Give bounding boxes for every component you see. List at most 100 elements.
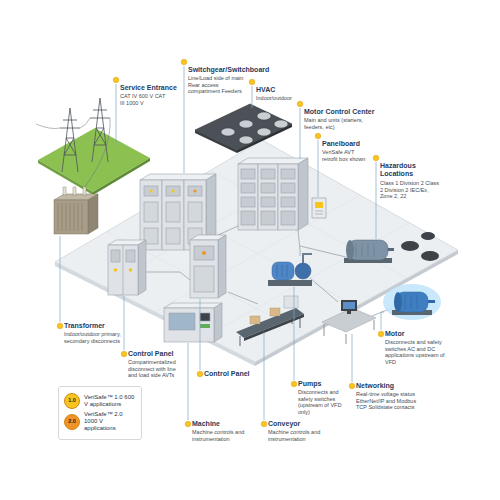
- machine-tool: [169, 313, 195, 330]
- pump-unit: [268, 254, 312, 286]
- callout-text: Compartmentalized disconnect with line a…: [128, 359, 182, 379]
- callout-badge: [121, 351, 127, 357]
- motor-control-center: [298, 158, 308, 230]
- callout-heading: Conveyor: [268, 420, 328, 428]
- network-desk: [343, 302, 355, 309]
- callout-heading: Panelboard: [322, 140, 370, 148]
- floor-cables: [300, 246, 350, 258]
- switchgear-cabinet: [144, 202, 158, 222]
- motor-control-center: [241, 183, 255, 193]
- hvac-roof: [195, 104, 292, 153]
- callout-heading: Switchgear/Switchboard: [188, 66, 278, 74]
- motor-control-center: [281, 197, 295, 207]
- transformer: [83, 187, 86, 195]
- control-panel-cabinet: [129, 268, 133, 272]
- switchgear-cabinet: [188, 202, 202, 222]
- legend-row: 2.0 VeriSafe™ 2.0 1000 V applications: [64, 411, 136, 433]
- machine-tool: [164, 303, 222, 342]
- power-tower: [36, 118, 110, 188]
- callout-badge: [57, 323, 63, 329]
- motor-unit: [394, 292, 402, 312]
- machine-tool: [164, 308, 214, 342]
- control-panel-cabinet: [138, 240, 146, 295]
- leader-line: [264, 332, 265, 420]
- control-panel-cabinet: [114, 268, 118, 272]
- pump-unit: [268, 280, 312, 286]
- motor-control-center: [261, 211, 275, 225]
- switchgear-cabinet: [166, 228, 180, 244]
- control-panel-cabinet: [194, 266, 214, 292]
- motor-control-center: [258, 164, 278, 230]
- leader-line: [60, 66, 384, 420]
- callout-badge: [297, 101, 303, 107]
- legend-text: VeriSafe™ 1.0 600 V applications: [84, 394, 136, 408]
- motor-control-center: [238, 164, 258, 230]
- floor-cables: [146, 272, 190, 280]
- callout-text: Machine controls and instrumentation: [192, 429, 254, 442]
- callout-heading: Hazardous Locations: [380, 162, 438, 179]
- conveyor-belt: [250, 316, 260, 324]
- floor-cables: [310, 278, 338, 302]
- network-desk: [347, 311, 351, 314]
- transformer: [54, 200, 88, 234]
- callout-badge: [291, 381, 297, 387]
- legend-text: VeriSafe™ 2.0 1000 V applications: [84, 411, 136, 433]
- motor-control-center: [278, 164, 298, 230]
- hvac-roof: [221, 128, 235, 136]
- floor-vents: [421, 232, 435, 240]
- control-panel-cabinet: [108, 245, 138, 295]
- hazardous-motor: [356, 243, 374, 257]
- legend-row: 1.0 VeriSafe™ 1.0 600 V applications: [64, 393, 136, 409]
- version-badge-text: 1.0: [68, 398, 76, 404]
- pump-unit: [303, 254, 312, 263]
- hazardous-motor: [388, 248, 394, 251]
- callout-text: Indoor/outdoor primary, secondary discon…: [64, 331, 122, 344]
- motor-unit: [428, 300, 435, 303]
- motor-control-center: [238, 158, 308, 164]
- callout-badge: [249, 79, 255, 85]
- motor-control-center: [241, 169, 255, 179]
- motor-unit: [405, 295, 417, 309]
- network-desk: [322, 308, 376, 332]
- grass-area: [38, 128, 150, 192]
- callout-badge: [315, 133, 321, 139]
- machine-tool: [200, 313, 210, 321]
- control-panel-cabinet: [123, 245, 124, 295]
- hvac-roof: [239, 136, 253, 144]
- legend-swatch: 1.0: [64, 393, 80, 409]
- switchgear-cabinet: [149, 189, 152, 192]
- callout-heading: Control Panel: [204, 370, 256, 378]
- callout-heading: Motor: [385, 330, 445, 338]
- callout-heading: Pumps: [298, 380, 346, 388]
- legend-swatch: 2.0: [64, 414, 80, 430]
- floor-grid: [205, 223, 409, 338]
- version-badge-text: 2.0: [68, 419, 76, 425]
- callout-text: Main and units (starters, feeders, etc): [304, 117, 384, 130]
- callout-badge: [185, 421, 191, 427]
- control-panel-cabinet: [194, 246, 214, 260]
- switchgear-cabinet: [162, 180, 184, 250]
- motor-unit: [383, 284, 441, 320]
- callout-text: Line/Load side of main Rear access compa…: [188, 75, 246, 95]
- conveyor-belt: [284, 296, 298, 308]
- conveyor-belt: [244, 314, 304, 341]
- callout-text: Indoor/outdoor: [256, 95, 296, 102]
- motor-control-center: [241, 197, 255, 207]
- floor-cables: [216, 226, 238, 236]
- control-panel-cabinet: [190, 235, 226, 298]
- callout-text: CAT IV 600 V CAT III 1000 V: [120, 93, 166, 106]
- motor-control-center: [261, 197, 275, 207]
- callout-badge: [181, 59, 187, 65]
- callout-text: Disconnects and safety switches AC and D…: [385, 339, 445, 365]
- pump-unit: [272, 262, 294, 280]
- motor-control-center: [241, 211, 255, 225]
- machine-tool: [214, 303, 222, 342]
- leader-line: [124, 296, 125, 350]
- callout-badge: [197, 371, 203, 377]
- control-panel-cabinet: [190, 240, 218, 298]
- transformer: [58, 203, 82, 231]
- callout-badge: [261, 421, 267, 427]
- hvac-roof: [257, 128, 271, 136]
- panelboard-box: [312, 198, 326, 218]
